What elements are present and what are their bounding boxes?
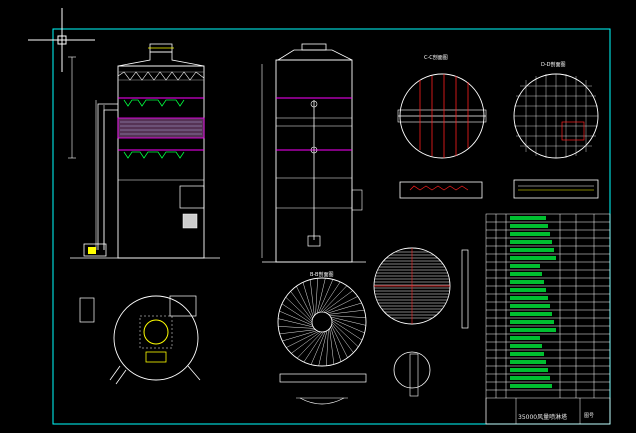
swirl-blade [318, 279, 334, 313]
swirl-blade [328, 309, 365, 315]
swirl-blade [278, 326, 315, 329]
swirl-blade [330, 326, 342, 362]
swirl-blade [316, 278, 326, 314]
swirl-blade [331, 323, 354, 353]
swirl-blade [291, 331, 321, 354]
swirl-blade [320, 281, 341, 313]
swirl-blade [310, 331, 326, 365]
swirl-blade [329, 315, 366, 318]
swirl-blade [323, 290, 353, 313]
swirl-blade [330, 316, 366, 326]
drawing-name: 35000风量喷淋塔 [518, 414, 568, 421]
front-elevation-view [68, 43, 220, 259]
swirl-blade [321, 285, 348, 313]
table-cell-text [510, 328, 556, 332]
swirl-blade [285, 296, 313, 323]
table-cell-text [510, 216, 546, 220]
swirl-blade [331, 320, 363, 341]
swirl-blade [290, 291, 313, 321]
swirl-blade [279, 310, 313, 326]
table-cell-text [510, 248, 554, 252]
swirl-blade [278, 318, 314, 328]
swirl-blade [303, 331, 324, 363]
sheet-label: 图号 [584, 413, 595, 419]
swirl-blade [286, 331, 319, 348]
section-bb-title: B-B剖面图 [310, 272, 334, 278]
table-cell-text [510, 280, 544, 284]
table-cell-text [510, 376, 550, 380]
swirl-blade [281, 303, 313, 324]
section-cc-title: C-C剖面图 [424, 55, 448, 61]
table-cell-text [510, 360, 546, 364]
sieve-plate-view [373, 247, 469, 397]
table-cell-text [510, 264, 540, 268]
table-cell-text [510, 256, 556, 260]
swirl-blade [329, 328, 335, 365]
table-cell-text [510, 288, 546, 292]
table-cell-text [510, 320, 554, 324]
table-cell-text [510, 272, 542, 276]
swirl-blade [279, 329, 316, 335]
swirl-blade [296, 331, 323, 359]
table-cell-text [510, 224, 548, 228]
table-cell-text [510, 352, 544, 356]
section-bb-view [277, 277, 367, 405]
swirl-blade [302, 282, 314, 318]
swirl-blade [315, 278, 318, 315]
table-cell-text [510, 240, 552, 244]
swirl-blade [296, 286, 313, 319]
table-cell-text [510, 344, 542, 348]
table-cell-text [510, 232, 550, 236]
swirl-blade [325, 296, 358, 313]
side-section-view [261, 43, 366, 263]
section-dd-title: D-D剖面图 [541, 62, 566, 68]
section-dd-view [513, 73, 599, 199]
swirl-blade [318, 330, 328, 366]
table-cell-text [510, 296, 548, 300]
plan-view [79, 295, 201, 385]
swirl-blade [331, 325, 348, 358]
swirl-blade [331, 318, 365, 334]
swirl-blade [309, 279, 315, 316]
section-cc-view [397, 73, 487, 199]
table-cell-text [510, 368, 548, 372]
swirl-blade [282, 330, 318, 342]
table-cell-text [510, 336, 540, 340]
swirl-blade [331, 321, 359, 348]
table-cell-text [510, 304, 550, 308]
table-cell-text [510, 384, 552, 388]
swirl-blade [326, 329, 329, 366]
swirl-blade [326, 302, 362, 314]
table-cell-text [510, 312, 552, 316]
crosshair-cursor-icon [28, 8, 95, 72]
parts-list-table [485, 213, 611, 425]
